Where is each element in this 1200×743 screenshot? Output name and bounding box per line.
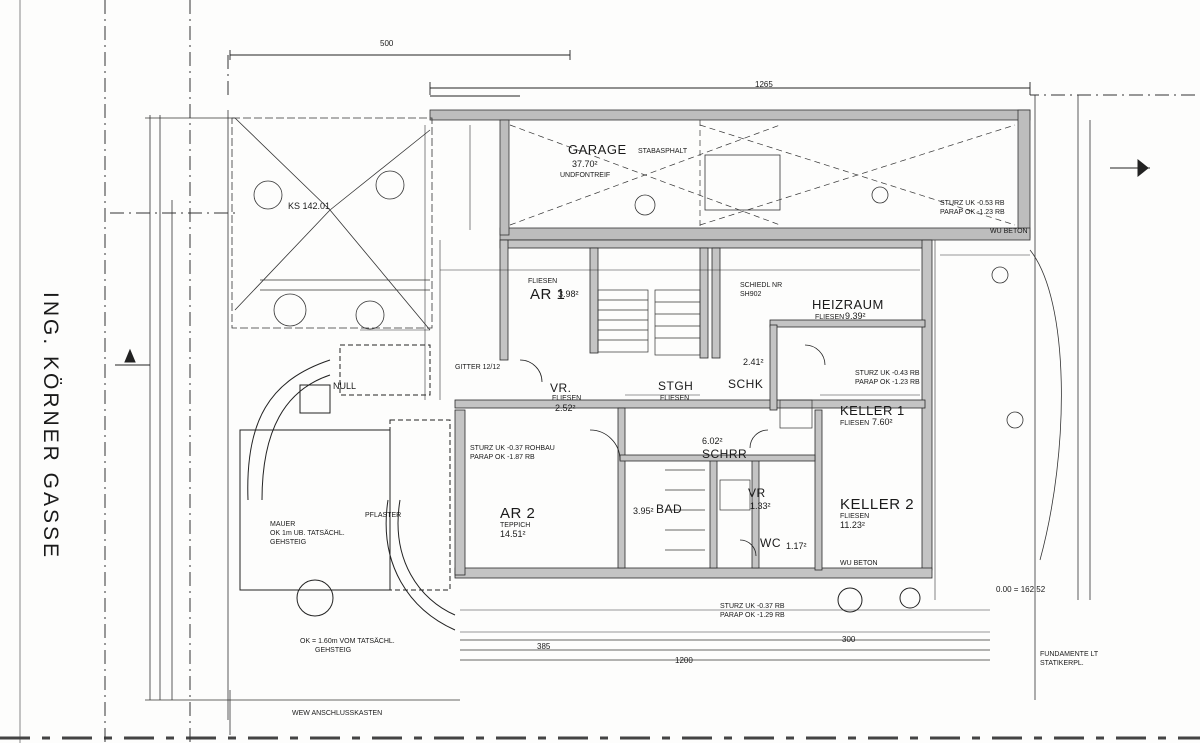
room-garage-note: UNDFONTREIF [560,172,611,179]
note-sturz-heiz: STURZ UK -0.43 RB [855,370,920,377]
note-gehsteig: GEHSTEIG [270,539,307,546]
note-gehsteig-2: GEHSTEIG [315,647,352,654]
room-vr1-name: VR. [550,381,572,395]
street-name: ING. KÖRNER GASSE [39,292,62,561]
note-wu-beton-top: WU BETON [990,228,1028,235]
room-schk-name: SCHK [728,377,764,391]
room-stgh-finish: FLIESEN [660,395,690,402]
room-schk-area: 2.41² [743,357,764,367]
room-vr1-finish: FLIESEN [552,395,582,402]
note-parap-ar2: PARAP OK -1.87 RB [470,454,535,461]
room-heizraum-area: 9.39² [845,311,866,321]
note-parap-garage: PARAP OK -1.23 RB [940,209,1005,216]
note-statikerpl: STATIKERPL. [1040,660,1084,667]
room-schrr-area: 6.02² [702,436,723,446]
room-bad-name: BAD [656,502,683,516]
note-ok-gehsteig: OK = 1.60m VOM TATSÄCHL. [300,638,395,645]
note-sturz-bottom: STURZ UK -0.37 RB [720,603,785,610]
room-ar2-name: AR 2 [500,505,536,522]
room-ar1-area: 3.98² [558,289,579,299]
room-keller1-area: 7.60² [872,417,893,427]
room-ar1-name: AR 1 [530,286,566,303]
note-fundamente: FUNDAMENTE LT [1040,651,1099,658]
room-keller2-name: KELLER 2 [840,496,915,513]
room-keller1-name: KELLER 1 [840,403,905,418]
room-ar1-finish: FLIESEN [528,278,558,285]
room-garage-finish: STABASPHALT [638,148,688,155]
note-sh902: SH902 [740,291,762,298]
room-keller1-finish: FLIESEN [840,420,870,427]
note-null: NULL [333,381,357,391]
dimension-bottom-1200: 1200 [675,656,693,665]
note-parap-bottom: PARAP OK -1.29 RB [720,612,785,619]
room-wc-name: WC [760,536,781,550]
note-wu-beton-bottom: WU BETON [840,560,878,567]
room-vr2-name: VR [748,486,766,500]
room-keller2-finish: FLIESEN [840,513,870,520]
room-ar2-finish: TEPPICH [500,522,531,529]
room-bad-area: 3.95² [633,506,654,516]
note-pflaster: PFLASTER [365,512,402,519]
note-sturz-ar2: STURZ UK -0.37 ROHBAU [470,445,555,452]
dimension-bottom-385: 385 [537,642,551,651]
dimension-top-500: 500 [380,39,394,48]
room-schrr-name: SCHRR [702,447,748,461]
note-mauer: MAUER [270,521,296,528]
room-stgh-name: STGH [658,379,694,393]
note-schiedl: SCHIEDL NR [740,282,783,289]
room-garage-name: GARAGE [568,142,627,157]
note-mauer-ok: OK 1m UB. TATSÄCHL. [270,530,345,537]
level-zero: 0.00 = 162.52 [996,585,1046,594]
room-wc-area: 1.17² [786,541,807,551]
room-ar2-area: 14.51² [500,529,526,539]
room-keller2-area: 11.23² [840,520,865,530]
room-heizraum-finish: FLIESEN [815,314,845,321]
dimension-top-1265: 1265 [755,80,773,89]
room-garage-area: 37.70² [572,159,598,169]
note-ks: KS 142.01 [288,201,331,211]
note-parap-heiz: PARAP OK -1.23 RB [855,379,920,386]
room-vr2-area: 1.33² [750,501,771,511]
note-gitter: GITTER 12/12 [455,364,501,371]
room-heizraum-name: HEIZRAUM [812,297,884,312]
note-sturz-garage: STURZ UK -0.53 RB [940,200,1005,207]
room-vr1-area: 2.52² [555,403,576,413]
note-wew: WEW ANSCHLUSSKASTEN [292,710,383,717]
dimension-bottom-300: 300 [842,635,856,644]
